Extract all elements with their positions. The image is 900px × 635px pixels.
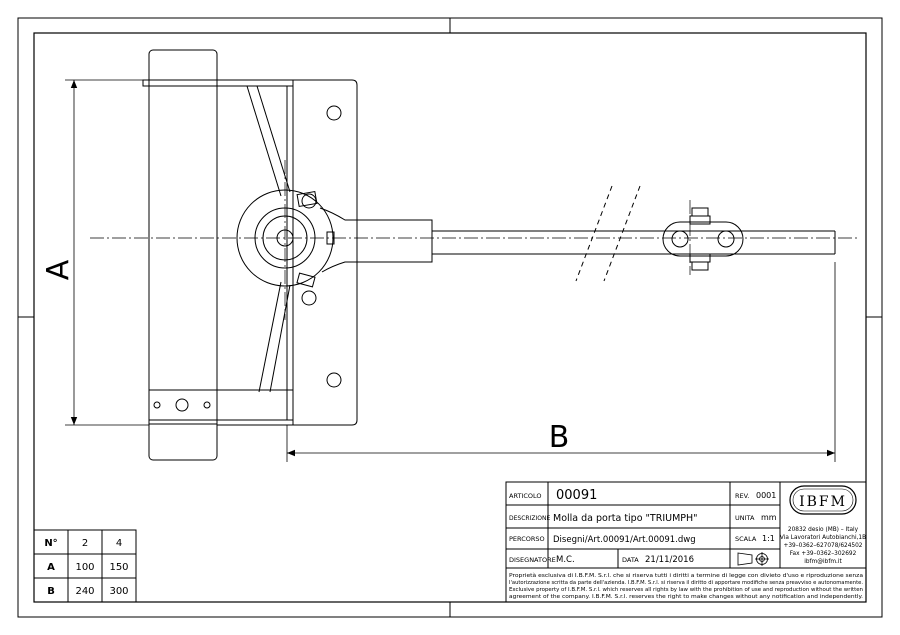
percorso-value: Disegni/Art.00091/Art.00091.dwg	[553, 535, 696, 545]
company-address-line-5: ibfm@ibfm.it	[804, 559, 842, 565]
rev-value: 0001	[756, 491, 776, 500]
descrizione-label: DESCRIZIONE	[509, 515, 550, 522]
data-value: 21/11/2016	[645, 555, 694, 565]
size-table-row-b-4: 300	[109, 586, 128, 597]
dimension-b-label: B	[549, 420, 570, 455]
descrizione-value: Molla da porta tipo "TRIUMPH"	[553, 513, 698, 524]
company-address-line-2: Via Lavoratori Autobianchi,1B	[780, 535, 866, 541]
door-closer-body	[142, 49, 836, 461]
disclaimer-line-3: Exclusive property of I.B.F.M. S.r.l. wh…	[509, 587, 863, 593]
disegnatore-label: DISEGNATORE	[509, 556, 556, 564]
articolo-label: ARTICOLO	[509, 492, 542, 500]
dimension-lines	[65, 79, 836, 462]
size-table-row-b-2: 240	[75, 586, 94, 597]
disclaimer-line-4: agreement of the company. I.B.F.M. S.r.l…	[509, 594, 863, 600]
percorso-label: PERCORSO	[509, 535, 545, 543]
company-logo: IBFM	[789, 485, 857, 515]
projection-symbol-icon	[737, 552, 769, 566]
size-table-row-a-label: A	[47, 562, 55, 573]
disegnatore-value: M.C.	[556, 555, 575, 565]
size-table-row-a-4: 150	[109, 562, 128, 573]
company-address-line-3: +39–0362–627078/624502	[784, 543, 863, 549]
scala-value: 1:1	[762, 534, 775, 543]
title-block: ARTICOLO 00091 REV. 0001 DESCRIZIONE Mol…	[505, 481, 867, 603]
size-table-row-a-2: 100	[75, 562, 94, 573]
disclaimer-line-1: Proprietà esclusiva di I.B.F.M. S.r.l. c…	[509, 572, 863, 579]
size-table: N° 2 4 A 100 150 B 240 300	[33, 529, 137, 603]
data-label: DATA	[622, 556, 639, 564]
size-table-header-2: 2	[82, 538, 88, 549]
company-address-line-1: 20832 desio (MB) – Italy	[788, 527, 859, 533]
size-table-row-b-label: B	[47, 586, 55, 597]
rev-label: REV.	[735, 492, 749, 500]
dimension-a-label: A	[41, 259, 76, 280]
logo-text: IBFM	[799, 494, 847, 510]
size-table-header-4: 4	[116, 538, 122, 549]
unita-value: mm	[761, 513, 777, 522]
articolo-value: 00091	[556, 488, 597, 503]
size-table-header-n: N°	[44, 538, 57, 549]
scala-label: SCALA	[735, 535, 757, 543]
center-lines	[90, 160, 860, 320]
sheet-frame	[17, 17, 883, 618]
company-address-line-4: Fax +39–0362–302692	[790, 551, 857, 557]
disclaimer-line-2: l'autorizzazione scritta da parte dell'a…	[509, 580, 863, 586]
unita-label: UNITA	[735, 514, 755, 522]
